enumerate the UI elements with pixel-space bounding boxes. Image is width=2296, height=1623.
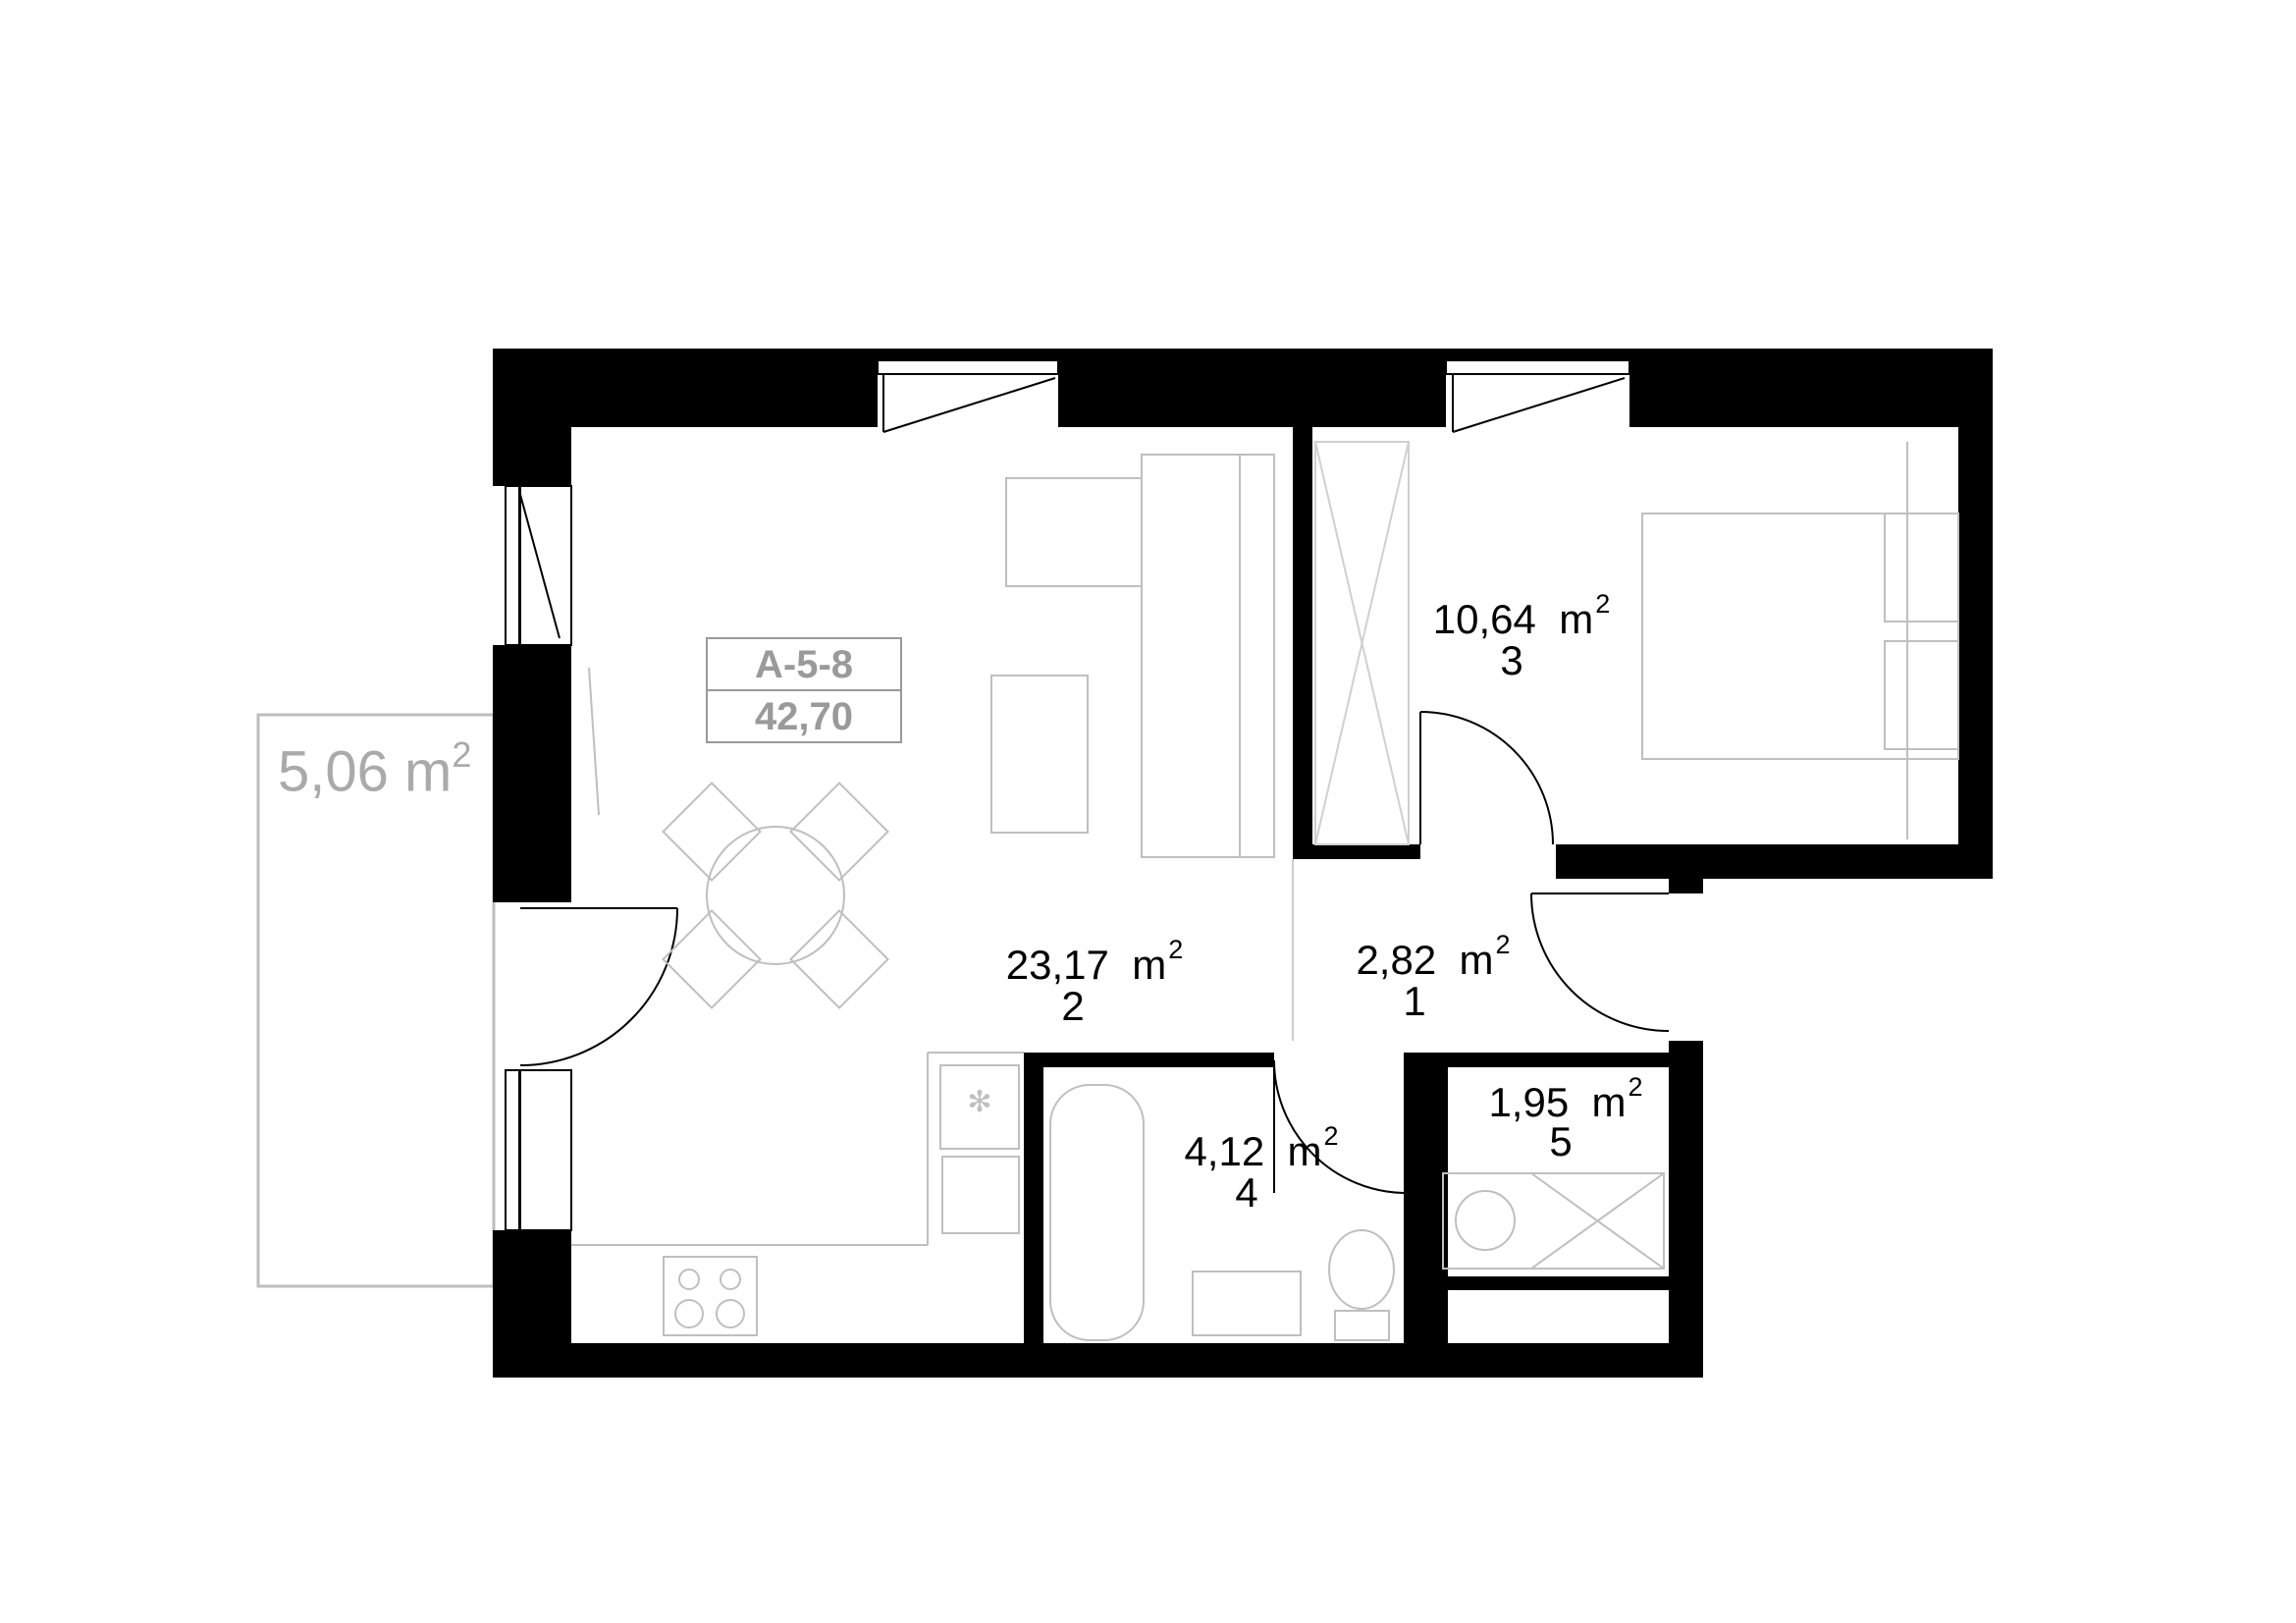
balcony-area-unit: m xyxy=(404,739,453,804)
room-4-area: 4,12 m2 xyxy=(1184,1121,1339,1174)
room-3-number: 3 xyxy=(1500,637,1523,683)
furniture xyxy=(571,441,1959,1341)
room-2-area: 23,17 m2 xyxy=(1005,935,1184,988)
room-4-number: 4 xyxy=(1235,1169,1258,1216)
unit-code: A-5-8 xyxy=(754,643,854,686)
balcony-outline xyxy=(256,713,496,1288)
balcony-area-value: 5,06 xyxy=(278,739,389,804)
room-3-area: 10,64 m2 xyxy=(1432,589,1611,642)
room-1-number: 1 xyxy=(1403,978,1426,1024)
fridge-icon: ✻ xyxy=(967,1085,991,1119)
room-5-area: 1,95 m2 xyxy=(1488,1072,1643,1125)
unit-total-area: 42,70 xyxy=(754,695,854,738)
room-2-number: 2 xyxy=(1061,983,1085,1029)
room-5-number: 5 xyxy=(1549,1118,1573,1164)
balcony-area-exp: 2 xyxy=(452,734,472,775)
walls xyxy=(493,349,1993,1378)
room-1-area: 2,82 m2 xyxy=(1356,930,1511,983)
balcony-area-label: 5,06 m2 xyxy=(278,734,471,804)
doors xyxy=(519,711,1670,1194)
windows xyxy=(505,359,1630,1231)
